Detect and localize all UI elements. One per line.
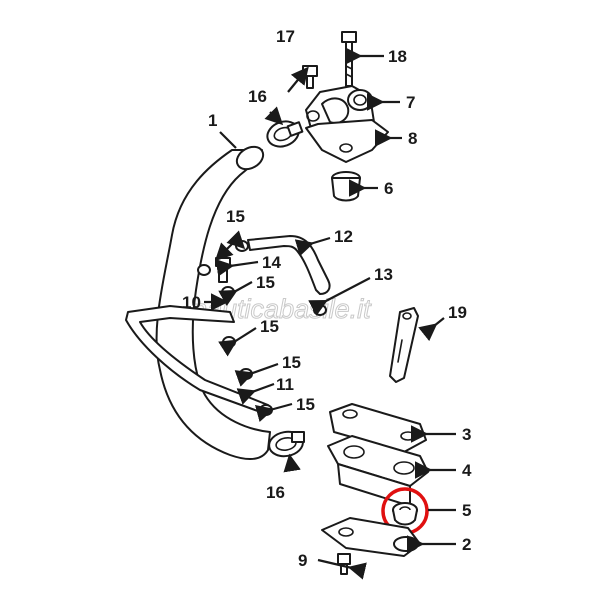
callout-9: 9 — [298, 551, 307, 570]
callout-3: 3 — [462, 425, 471, 444]
callout-14: 14 — [262, 253, 281, 272]
callout-2: 2 — [462, 535, 471, 554]
part-5-grommet — [392, 502, 418, 526]
callout-7: 7 — [406, 93, 415, 112]
part-1-hose — [155, 145, 271, 461]
part-19-strap — [389, 307, 419, 383]
callout-18: 18 — [388, 47, 407, 66]
callout-11: 11 — [276, 375, 294, 394]
part-17-bolt — [302, 65, 318, 89]
part-14-connector — [215, 257, 231, 283]
part-16-upper-clamp — [266, 120, 304, 148]
callout-16b: 16 — [266, 483, 285, 502]
callout-15b: 15 — [256, 273, 275, 292]
callout-10: 10 — [182, 293, 201, 312]
part-6-bushing — [331, 171, 361, 202]
part-16-lower-clamp — [268, 430, 305, 458]
callout-15e: 15 — [296, 395, 315, 414]
callout-12: 12 — [334, 227, 353, 246]
part-9-screw — [337, 553, 351, 575]
callout-4: 4 — [462, 461, 472, 480]
callout-labels: 1 2 3 4 5 6 7 8 9 10 11 12 13 14 15 15 1… — [182, 27, 472, 570]
callout-19: 19 — [448, 303, 467, 322]
callout-15a: 15 — [226, 207, 245, 226]
callout-16a: 16 — [248, 87, 267, 106]
callout-17: 17 — [276, 27, 295, 46]
callout-15d: 15 — [282, 353, 301, 372]
callout-6: 6 — [384, 179, 393, 198]
callout-5: 5 — [462, 501, 471, 520]
leader-lines — [204, 47, 456, 580]
callout-15c: 15 — [260, 317, 279, 336]
callout-8: 8 — [408, 129, 417, 148]
part-8-gasket — [305, 119, 389, 163]
callout-1: 1 — [208, 111, 217, 130]
part-18-bolt — [341, 31, 357, 87]
callout-13: 13 — [374, 265, 393, 284]
